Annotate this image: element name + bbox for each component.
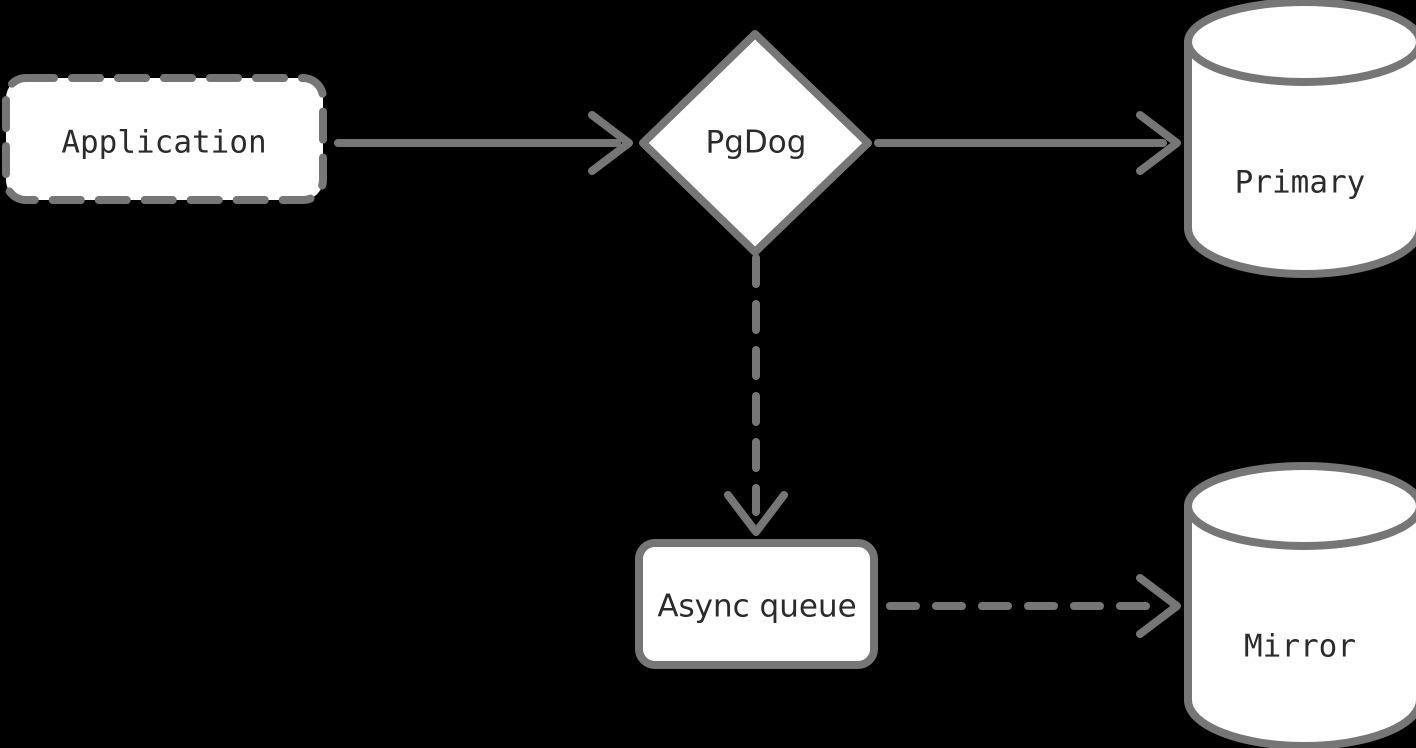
arrowhead-chevron-asyncqueue-mirror	[1136, 574, 1181, 638]
primary-label: Primary	[1235, 165, 1366, 201]
primary-cylinder-body[interactable]	[1184, 38, 1416, 278]
edge-application-to-pgdog	[334, 111, 633, 175]
edge-async-queue-to-mirror	[886, 574, 1181, 638]
arrowhead-chevron-pgdog-primary	[1136, 111, 1181, 175]
node-pgdog[interactable]: PgDog	[639, 30, 872, 256]
node-application[interactable]: Application	[2, 74, 327, 204]
arrowhead-chevron-application-pgdog	[588, 111, 633, 175]
mirror-cylinder-top	[1184, 462, 1416, 550]
mirror-cylinder-body[interactable]	[1184, 502, 1416, 748]
application-label: Application	[61, 125, 266, 161]
pgdog-diamond[interactable]	[639, 30, 872, 256]
application-box[interactable]	[2, 74, 327, 204]
async-queue-box[interactable]	[635, 539, 878, 669]
edge-pgdog-to-primary	[874, 111, 1181, 175]
arrowhead-chevron-pgdog-asyncqueue	[724, 491, 788, 536]
node-async-queue[interactable]: Async queue	[635, 539, 878, 669]
node-mirror[interactable]: Mirror	[1184, 462, 1416, 748]
primary-cylinder-top	[1184, 0, 1416, 86]
mirror-label: Mirror	[1244, 629, 1356, 665]
async-queue-label: Async queue	[657, 589, 856, 625]
pgdog-label: PgDog	[706, 125, 807, 161]
node-primary[interactable]: Primary	[1184, 0, 1416, 278]
edge-pgdog-to-async-queue	[724, 254, 788, 536]
